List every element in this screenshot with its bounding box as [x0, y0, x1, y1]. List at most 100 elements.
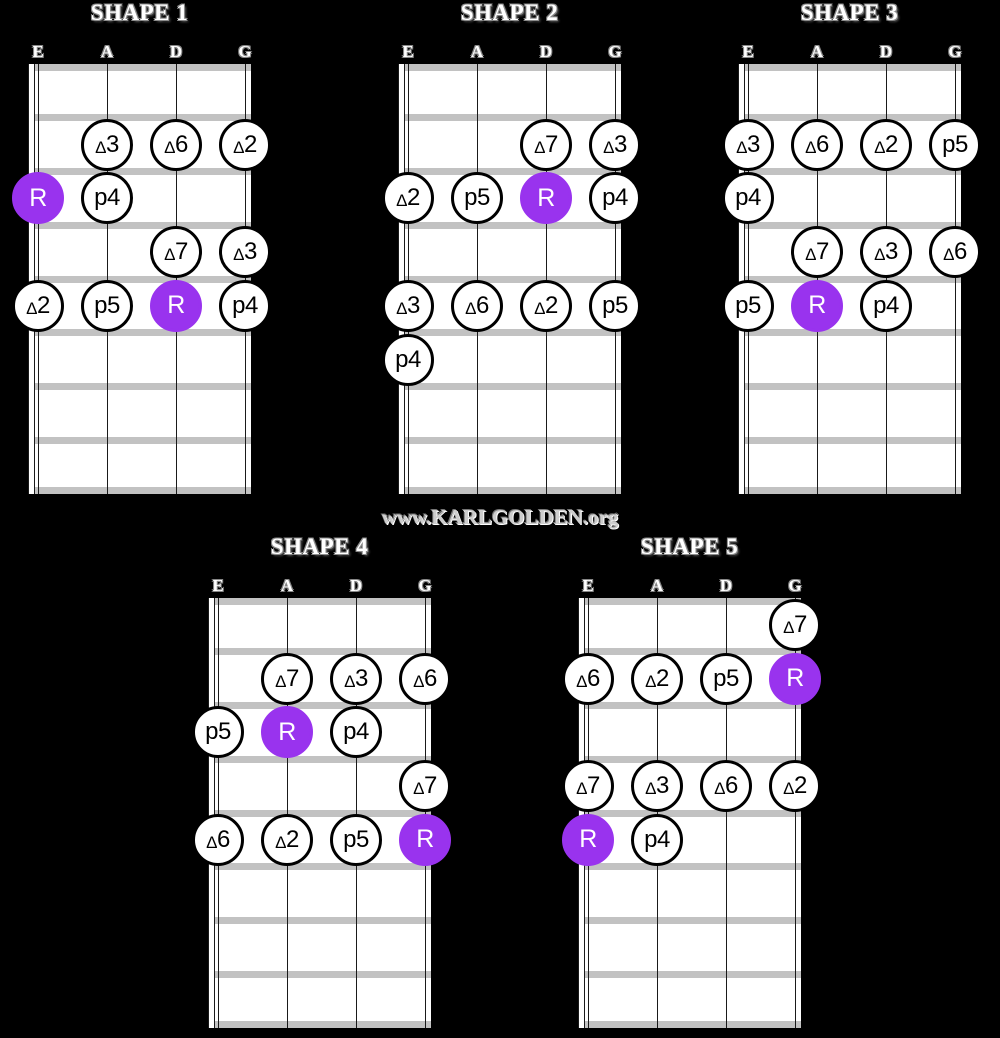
note-marker-perf5[interactable]: p5	[330, 813, 382, 866]
nut	[398, 64, 405, 494]
note-label: R	[786, 664, 804, 693]
fret-line-6	[578, 917, 801, 924]
note-marker-maj6[interactable]: Δ6	[399, 652, 451, 705]
note-marker-perf4[interactable]: p4	[330, 706, 382, 759]
note-marker-perf4[interactable]: p4	[81, 172, 133, 225]
note-marker-perf5[interactable]: p5	[722, 279, 774, 332]
note-marker-perf4[interactable]: p4	[589, 172, 641, 225]
note-marker-root[interactable]: R	[769, 652, 821, 705]
note-marker-perf4[interactable]: p4	[860, 279, 912, 332]
note-marker-maj2[interactable]: Δ2	[261, 813, 313, 866]
note-marker-perf5[interactable]: p5	[589, 279, 641, 332]
note-marker-maj3[interactable]: Δ3	[589, 118, 641, 171]
note-marker-maj6[interactable]: Δ6	[562, 652, 614, 705]
note-marker-maj2[interactable]: Δ2	[219, 118, 271, 171]
note-label: R	[278, 717, 296, 746]
note-label: Δ6	[943, 238, 967, 266]
string-label-e: E	[742, 42, 754, 61]
string-label-a: A	[280, 576, 294, 595]
note-marker-maj7[interactable]: Δ7	[562, 760, 614, 813]
fret-line-6	[28, 383, 251, 390]
fret-line-1	[398, 114, 621, 122]
note-label: p4	[644, 825, 670, 853]
fret-line-0	[578, 598, 801, 605]
note-marker-maj2[interactable]: Δ2	[631, 652, 683, 705]
fret-line-5	[578, 863, 801, 871]
note-marker-maj3[interactable]: Δ3	[860, 226, 912, 279]
note-marker-maj7[interactable]: Δ7	[769, 598, 821, 651]
note-marker-root[interactable]: R	[12, 172, 64, 225]
note-marker-maj7[interactable]: Δ7	[791, 226, 843, 279]
note-label: p4	[602, 184, 628, 212]
note-marker-maj3[interactable]: Δ3	[330, 652, 382, 705]
note-marker-root[interactable]: R	[791, 279, 843, 332]
note-marker-maj7[interactable]: Δ7	[520, 118, 572, 171]
note-marker-perf5[interactable]: p5	[929, 118, 981, 171]
string-line-a	[657, 598, 658, 1028]
note-marker-maj3[interactable]: Δ3	[382, 279, 434, 332]
note-marker-perf5[interactable]: p5	[700, 652, 752, 705]
note-marker-maj2[interactable]: Δ2	[769, 760, 821, 813]
shape-title: SHAPE 5	[640, 534, 739, 559]
string-label-a: A	[100, 42, 114, 61]
note-marker-root[interactable]: R	[399, 813, 451, 866]
note-marker-maj6[interactable]: Δ6	[929, 226, 981, 279]
string-line-g	[245, 64, 246, 494]
note-label: p4	[735, 184, 761, 212]
string-label-e: E	[32, 42, 44, 61]
string-line-e	[408, 64, 409, 494]
note-marker-perf5[interactable]: p5	[81, 279, 133, 332]
note-marker-maj2[interactable]: Δ2	[860, 118, 912, 171]
note-label: R	[579, 825, 597, 854]
note-marker-maj6[interactable]: Δ6	[451, 279, 503, 332]
note-label: p5	[942, 130, 968, 158]
fret-line-2	[28, 168, 251, 175]
note-marker-perf5[interactable]: p5	[451, 172, 503, 225]
note-marker-root[interactable]: R	[261, 706, 313, 759]
note-marker-maj2[interactable]: Δ2	[382, 172, 434, 225]
note-marker-maj3[interactable]: Δ3	[219, 226, 271, 279]
note-label: Δ7	[164, 238, 188, 266]
note-marker-root[interactable]: R	[150, 279, 202, 332]
note-marker-perf4[interactable]: p4	[219, 279, 271, 332]
note-label: Δ7	[534, 130, 558, 158]
note-marker-maj2[interactable]: Δ2	[12, 279, 64, 332]
note-label: Δ6	[413, 664, 437, 692]
string-line-e	[218, 598, 219, 1028]
string-label-a: A	[810, 42, 824, 61]
note-marker-maj6[interactable]: Δ6	[700, 760, 752, 813]
note-marker-perf4[interactable]: p4	[382, 333, 434, 386]
string-label-d: D	[349, 576, 363, 595]
note-marker-root[interactable]: R	[520, 172, 572, 225]
note-marker-maj7[interactable]: Δ7	[150, 226, 202, 279]
note-marker-maj3[interactable]: Δ3	[81, 118, 133, 171]
note-marker-maj2[interactable]: Δ2	[520, 279, 572, 332]
string-label-e: E	[402, 42, 414, 61]
note-marker-maj3[interactable]: Δ3	[722, 118, 774, 171]
fret-line-0	[208, 598, 431, 605]
note-label: R	[537, 183, 555, 212]
note-marker-maj3[interactable]: Δ3	[631, 760, 683, 813]
string-line-g	[615, 64, 616, 494]
fret-line-3	[578, 755, 801, 763]
fret-line-1	[28, 114, 251, 122]
fret-line-2	[398, 168, 621, 175]
note-marker-root[interactable]: R	[562, 813, 614, 866]
note-marker-maj6[interactable]: Δ6	[192, 813, 244, 866]
note-marker-maj7[interactable]: Δ7	[399, 760, 451, 813]
note-marker-perf5[interactable]: p5	[192, 706, 244, 759]
string-label-g: G	[948, 42, 962, 61]
string-line-e	[748, 64, 749, 494]
nut	[738, 64, 745, 494]
note-marker-maj6[interactable]: Δ6	[791, 118, 843, 171]
note-marker-maj7[interactable]: Δ7	[261, 652, 313, 705]
note-marker-perf4[interactable]: p4	[722, 172, 774, 225]
fret-line-3	[28, 221, 251, 229]
note-marker-perf4[interactable]: p4	[631, 813, 683, 866]
note-marker-maj6[interactable]: Δ6	[150, 118, 202, 171]
